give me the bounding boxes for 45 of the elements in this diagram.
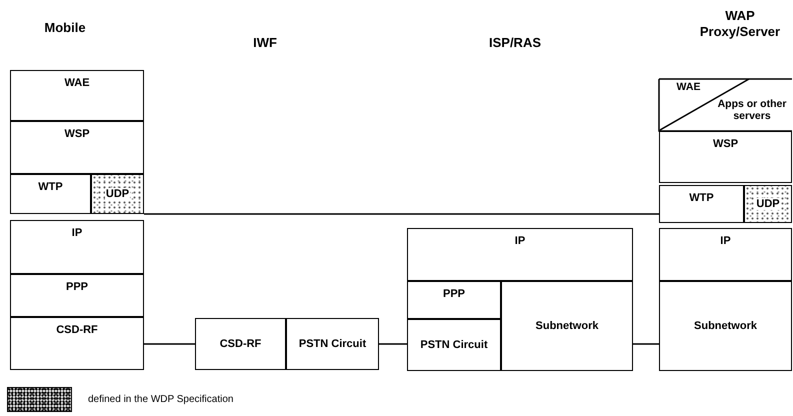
protocol-layer-box — [10, 174, 91, 214]
layer-label: CSD-RF — [220, 338, 262, 350]
layer-label: PSTN Circuit — [298, 338, 366, 350]
protocol-layer-box — [10, 121, 144, 174]
protocol-layer-box — [10, 220, 144, 274]
protocol-layer-box — [744, 185, 792, 223]
protocol-layer-box — [91, 174, 144, 214]
protocol-layer-box — [659, 131, 792, 183]
layer-label: IP — [514, 235, 526, 248]
protocol-layer-box — [286, 318, 379, 370]
layer-label: PPP — [442, 288, 465, 301]
layer-label: Subnetwork — [694, 320, 757, 332]
layer-label: PPP — [66, 281, 88, 294]
protocol-layer-box — [10, 274, 144, 317]
layer-label: WAE — [64, 77, 90, 90]
layer-label: WSP — [64, 128, 90, 141]
layer-label: Subnetwork — [536, 320, 598, 332]
column-heading: Mobile — [43, 20, 87, 36]
layer-label: UDP — [755, 198, 781, 210]
layer-label: WTP — [38, 181, 63, 194]
connector-line — [144, 343, 195, 345]
protocol-layer-box — [659, 185, 744, 223]
protocol-layer-box — [195, 318, 286, 370]
protocol-layer-box — [10, 70, 144, 121]
layer-label: IP — [720, 235, 731, 248]
layer-label: IP — [72, 227, 82, 240]
protocol-layer-box — [659, 281, 792, 371]
protocol-layer-box — [659, 228, 792, 281]
protocol-layer-box — [10, 317, 144, 370]
layer-label: PSTN Circuit — [420, 338, 488, 352]
connector-line — [144, 213, 659, 215]
column-heading: ISP/RAS — [488, 35, 542, 51]
column-heading: WAP Proxy/Server — [698, 8, 782, 40]
protocol-layer-box — [501, 281, 633, 371]
layer-label: WSP — [712, 138, 738, 151]
layer-label: UDP — [104, 188, 130, 200]
layer-label: CSD-RF — [56, 324, 98, 337]
connector-line — [633, 343, 659, 345]
connector-line — [379, 343, 407, 345]
protocol-layer-box — [407, 319, 501, 371]
column-heading: IWF — [252, 35, 278, 51]
protocol-layer-box — [407, 228, 633, 281]
legend-label: defined in the WDP Specification — [88, 394, 234, 406]
layer-label: WTP — [689, 192, 714, 205]
protocol-layer-box — [407, 281, 501, 319]
